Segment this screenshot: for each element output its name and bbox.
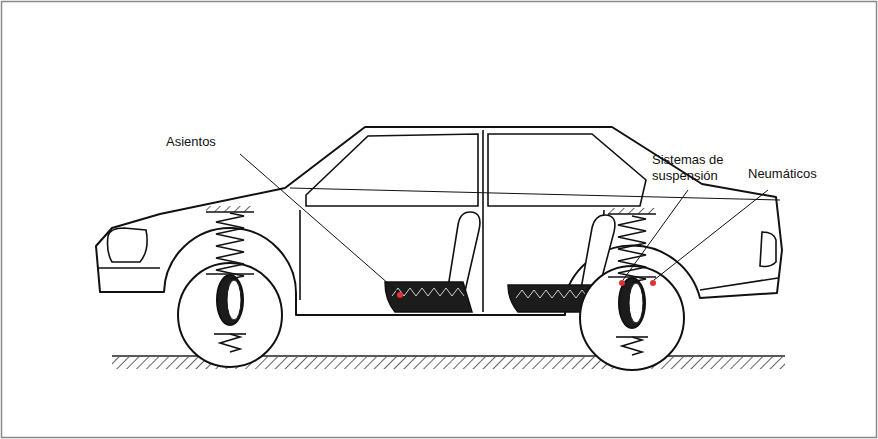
seats [385,212,615,312]
springs [206,206,656,355]
part-label: Neumáticos [748,166,817,182]
wheels [178,263,684,370]
part-label: Asientos [166,134,216,150]
marker-dots [397,280,656,298]
part-label: Sistemas de suspensión [652,152,752,184]
